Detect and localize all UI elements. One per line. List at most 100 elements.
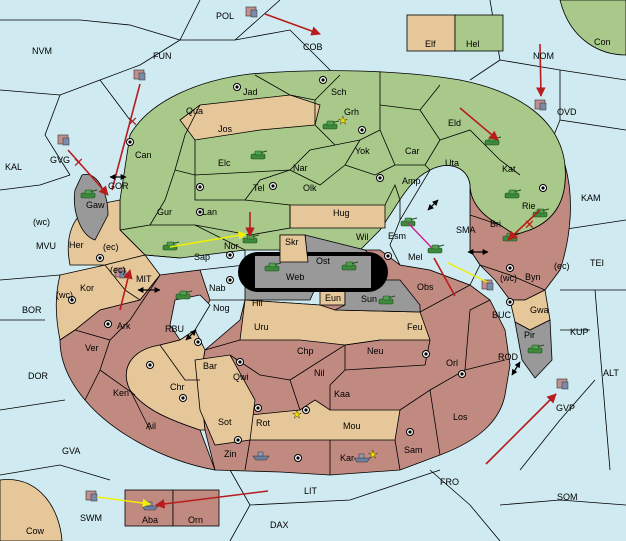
fleet-icon[interactable]: [481, 279, 494, 291]
label-kaa: Kaa: [334, 389, 350, 399]
order-arrow-icon: [155, 490, 269, 509]
label-byn: Byn: [525, 272, 541, 282]
sea-bor: BOR: [22, 305, 42, 315]
label-skr: Skr: [285, 237, 299, 247]
label-jos: Jos: [218, 124, 233, 134]
supply-center-icon: [96, 254, 104, 262]
sea-rod: ROD: [498, 352, 519, 362]
supply-center-icon: [233, 83, 241, 91]
sea-sma: SMA: [456, 225, 476, 235]
label-eld: Eld: [448, 118, 461, 128]
supply-center-icon: [506, 264, 514, 272]
svg-text:✕: ✕: [127, 115, 138, 130]
supply-center-icon: [126, 138, 134, 146]
fleet-icon[interactable]: [534, 99, 547, 111]
label-zin: Zin: [224, 449, 237, 459]
territory-orn[interactable]: [172, 489, 220, 527]
fleet-icon[interactable]: [85, 490, 98, 502]
sea-ovd: OVD: [557, 107, 577, 117]
label-neu: Neu: [367, 346, 384, 356]
label-los: Los: [453, 412, 468, 422]
label-web: Web: [286, 272, 304, 282]
supply-center-icon: [194, 338, 202, 346]
order-arrow-icon: [536, 43, 546, 97]
territory-hel[interactable]: [454, 14, 504, 52]
supply-center-icon: [458, 370, 466, 378]
supply-center-icon: [302, 406, 310, 414]
supply-center-icon: [269, 182, 277, 190]
sea-lit: LIT: [304, 486, 318, 496]
bidirectional-arrow-icon: [185, 329, 197, 341]
label-uru: Uru: [254, 322, 269, 332]
label-bar: Bar: [203, 361, 217, 371]
label-yok: Yok: [355, 146, 370, 156]
supply-center-icon: [406, 428, 414, 436]
label-sch: Sch: [331, 87, 347, 97]
sea-cob: COB: [303, 42, 323, 52]
stars: ★ ★ ★: [292, 114, 378, 461]
label-ark: Ark: [117, 321, 131, 331]
label-aba: Aba: [142, 515, 158, 525]
label-bri: Bri: [490, 219, 501, 229]
order-arrow-icon: [459, 107, 499, 141]
label-pir: Pir: [524, 330, 535, 340]
sea-dax: DAX: [270, 520, 289, 530]
label-ail: Ail: [146, 421, 156, 431]
sea-fun: FUN: [153, 51, 172, 61]
sea-mvu: MVU: [36, 241, 56, 251]
label-gur: Gur: [157, 207, 172, 217]
label-obs: Obs: [417, 282, 434, 292]
label-rot: Rot: [256, 418, 271, 428]
sea-dor: DOR: [28, 371, 49, 381]
supply-center-icon: [376, 174, 384, 182]
label-car: Car: [405, 146, 420, 156]
label-chr: Chr: [170, 382, 185, 392]
label-wil: Wil: [356, 232, 369, 242]
sea-rbu: RBU: [165, 324, 184, 334]
label-jad: Jad: [243, 87, 258, 97]
label-elc: Elc: [218, 158, 231, 168]
label-con: Con: [594, 37, 611, 47]
supply-center-icon: [506, 298, 514, 306]
order-arrow-icon: [485, 393, 557, 465]
continent: [55, 70, 571, 476]
supply-center-icon: [319, 76, 327, 84]
support-line: [169, 231, 247, 248]
fleet-icon[interactable]: [556, 378, 569, 390]
coast-wc: (wc): [33, 217, 50, 227]
fleet-icon[interactable]: [245, 6, 258, 18]
fleet-icon[interactable]: [133, 69, 146, 81]
coast-wc: (wc): [56, 290, 73, 300]
supply-center-icon: [226, 276, 234, 284]
convoy-line: [407, 222, 433, 249]
label-nog: Nog: [213, 303, 230, 313]
supply-center-icon: [294, 454, 302, 462]
sea-gor: GOR: [108, 181, 129, 191]
sea-mit: MIT: [136, 274, 152, 284]
label-hil: Hil: [252, 298, 263, 308]
label-rie: Rie: [522, 201, 536, 211]
label-nab: Nab: [209, 283, 226, 293]
label-sam: Sam: [404, 445, 423, 455]
label-eun: Eun: [325, 293, 341, 303]
label-qwi: Qwi: [233, 372, 249, 382]
coast-ec: (ec): [103, 242, 119, 252]
fleet-icon[interactable]: [57, 134, 70, 146]
territory-elf[interactable]: [406, 14, 456, 52]
label-hel: Hel: [466, 39, 480, 49]
label-qua: Qua: [186, 106, 203, 116]
label-amp: Amp: [402, 176, 421, 186]
label-kar: Kar: [340, 453, 354, 463]
label-sot: Sot: [218, 417, 232, 427]
label-sap: Sap: [194, 252, 210, 262]
label-mou: Mou: [343, 421, 361, 431]
label-esm: Esm: [388, 231, 406, 241]
label-nil: Nil: [314, 368, 325, 378]
label-kat: Kat: [502, 164, 516, 174]
order-arrow-icon: [67, 149, 109, 196]
supply-center-icon: [226, 251, 234, 259]
label-hug: Hug: [333, 208, 350, 218]
supply-center-icon: [179, 394, 187, 402]
